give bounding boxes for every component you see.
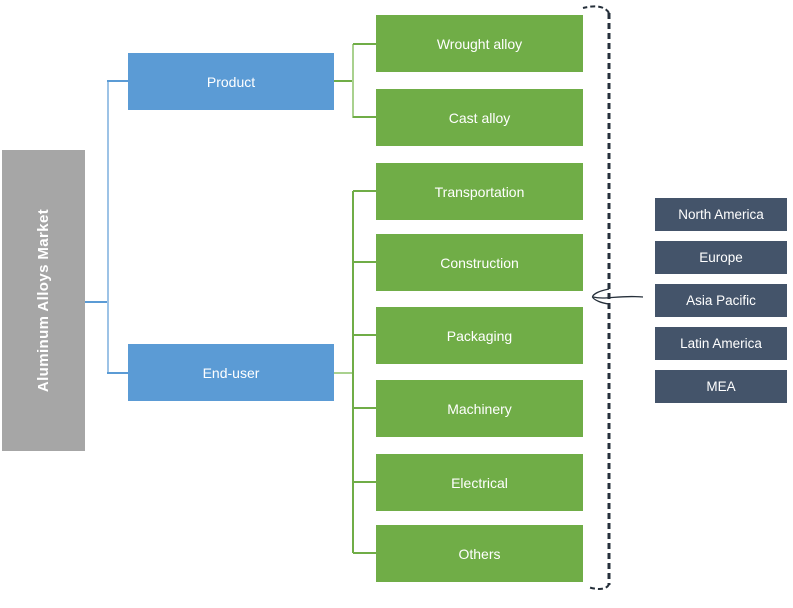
root-node-label: Aluminum Alloys Market: [35, 208, 52, 393]
brace-pointer-tail-line: [592, 295, 644, 299]
root-node-aluminum-alloys-market: Aluminum Alloys Market: [2, 150, 85, 451]
branch-node-end-user: End-user: [128, 344, 334, 401]
leaf-node-wrought-alloy: Wrought alloy: [376, 15, 583, 72]
leaf-node-packaging: Packaging: [376, 307, 583, 364]
brace-pointer-chevron: [591, 288, 610, 305]
leaf-node-construction: Construction: [376, 234, 583, 291]
leaf-node-cast-alloy: Cast alloy: [376, 89, 583, 146]
region-node-mea: MEA: [655, 370, 787, 403]
region-node-north-america: North America: [655, 198, 787, 231]
leaf-node-electrical: Electrical: [376, 454, 583, 511]
leaf-node-machinery: Machinery: [376, 380, 583, 437]
leaf-node-others: Others: [376, 525, 583, 582]
region-node-asia-pacific: Asia Pacific: [655, 284, 787, 317]
brace-top-tail-line: [582, 5, 610, 14]
region-node-latin-america: Latin America: [655, 327, 787, 360]
region-node-europe: Europe: [655, 241, 787, 274]
leaf-node-transportation: Transportation: [376, 163, 583, 220]
branch-node-product: Product: [128, 53, 334, 110]
brace-bottom-tail-line: [587, 583, 610, 590]
